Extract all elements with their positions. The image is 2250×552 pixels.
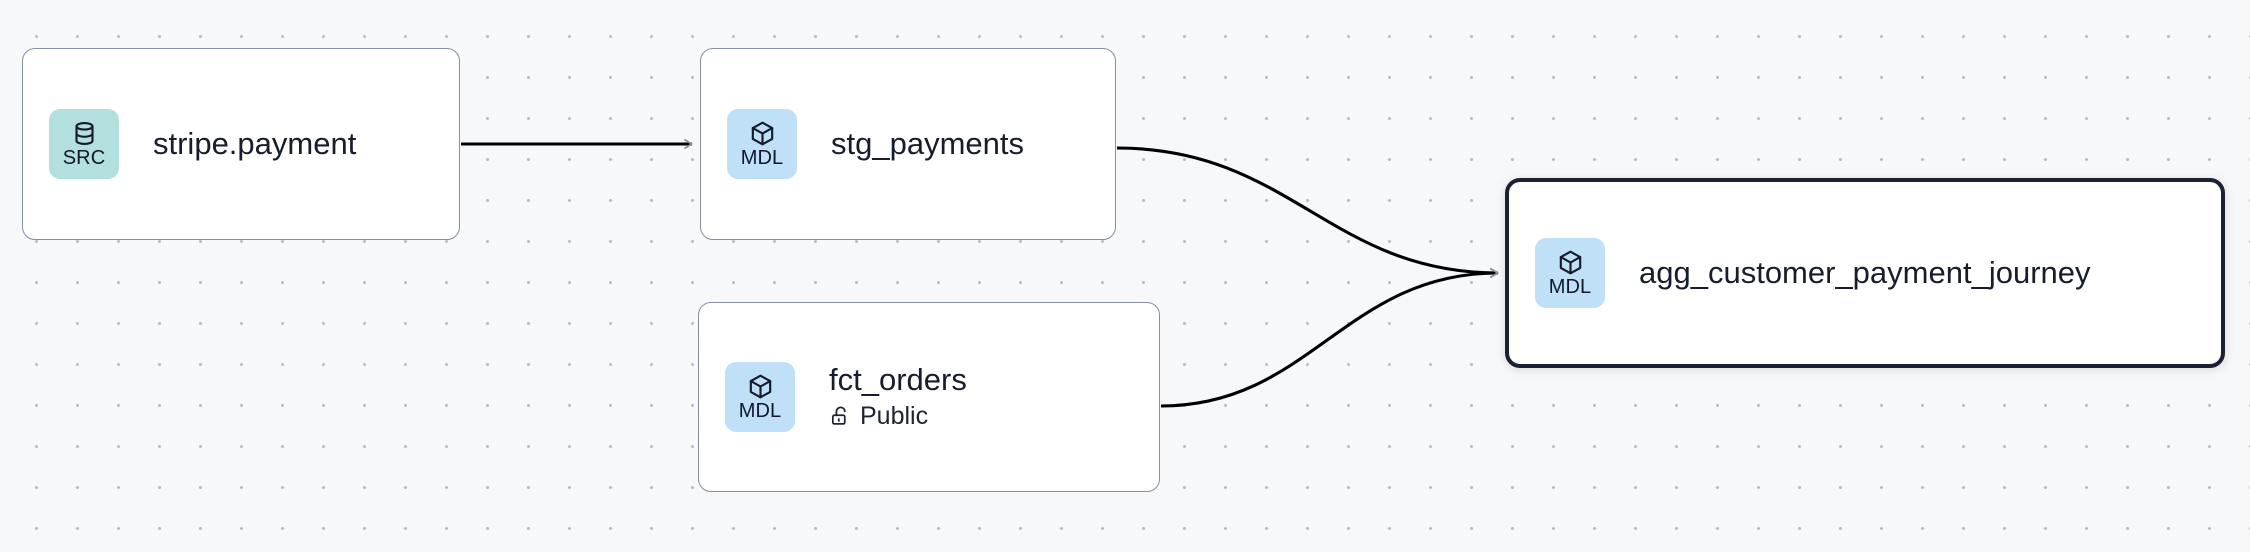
node-title: agg_customer_payment_journey [1639,254,2091,290]
node-type-badge-label: MDL [740,147,784,169]
node-title: stripe.payment [153,125,357,161]
node-type-badge-mdl: MDL [725,362,795,432]
node-type-badge-mdl: MDL [1535,238,1605,308]
node-body: agg_customer_payment_journey [1639,254,2091,290]
node-type-badge-label: MDL [1548,276,1592,298]
cube-icon [1557,249,1584,276]
node-type-badge-mdl: MDL [727,109,797,179]
cube-icon [749,120,776,147]
node-type-badge-src: SRC [49,109,119,179]
database-icon [71,120,98,147]
edge-fct-orders-to-agg-journey [1160,268,1499,408]
node-title: fct_orders [829,362,967,398]
node-visibility: Public [829,403,967,430]
node-title: stg_payments [831,125,1024,161]
node-body: stripe.payment [153,125,357,161]
lineage-node-agg-customer-payment-journey[interactable]: MDL agg_customer_payment_journey [1505,178,2225,368]
node-type-badge-label: SRC [62,147,106,169]
node-visibility-label: Public [860,402,929,431]
unlock-icon [829,405,851,427]
node-body: fct_orders Public [829,362,967,430]
node-type-badge-label: MDL [738,400,782,422]
lineage-node-stripe-payment[interactable]: SRC stripe.payment [22,48,460,240]
lineage-node-fct-orders[interactable]: MDL fct_orders Public [698,302,1160,492]
cube-icon [747,373,774,400]
lineage-node-stg-payments[interactable]: MDL stg_payments [700,48,1116,240]
node-body: stg_payments [831,125,1024,161]
edge-stg-payments-to-agg-journey [1116,146,1499,278]
